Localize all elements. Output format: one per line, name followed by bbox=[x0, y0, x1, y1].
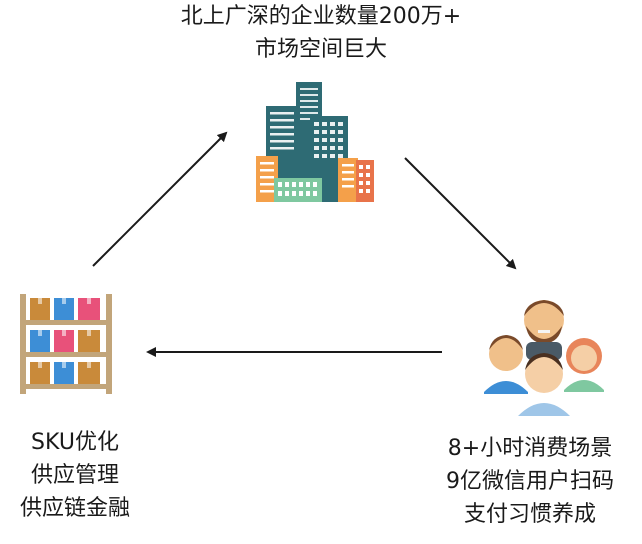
right-caption-line3: 支付习惯养成 bbox=[463, 502, 596, 527]
right-caption-line2: 9亿微信用户扫码 bbox=[446, 469, 614, 494]
top-caption: 北上广深的企业数量200万+ 市场空间巨大 bbox=[0, 0, 642, 66]
city-buildings-icon bbox=[256, 82, 374, 202]
top-caption-line2: 市场空间巨大 bbox=[254, 37, 387, 62]
warehouse-shelf-icon bbox=[20, 294, 112, 394]
arrow-left-to-top bbox=[92, 131, 228, 267]
arrow-top-to-right bbox=[404, 157, 517, 270]
left-caption-line2: 供应管理 bbox=[30, 463, 119, 488]
left-caption-line3: 供应链金融 bbox=[19, 496, 130, 521]
people-group-icon bbox=[484, 300, 604, 416]
top-caption-line1: 北上广深的企业数量200万+ bbox=[180, 4, 462, 29]
right-caption: 8+小时消费场景 9亿微信用户扫码 支付习惯养成 bbox=[418, 432, 642, 531]
left-caption-line1: SKU优化 bbox=[31, 430, 119, 455]
right-caption-line1: 8+小时消费场景 bbox=[447, 436, 613, 461]
left-caption: SKU优化 供应管理 供应链金融 bbox=[0, 426, 150, 525]
